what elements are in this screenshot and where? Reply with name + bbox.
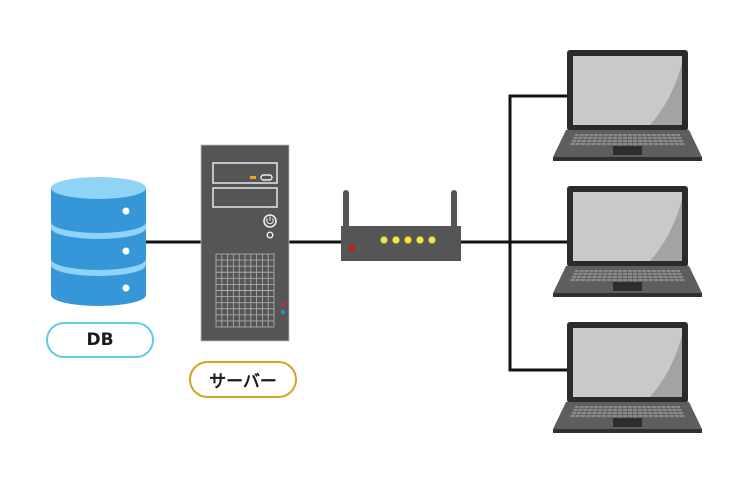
- keyboard: [570, 406, 685, 418]
- connections: [146, 94, 568, 372]
- router-icon: [341, 190, 461, 261]
- server-icon: [200, 144, 290, 342]
- server-label: サーバー: [189, 361, 297, 398]
- laptop-icon: [553, 322, 702, 433]
- keyboard: [570, 134, 685, 146]
- laptop-icon: [553, 186, 702, 297]
- edge-router-laptops-bus: [508, 94, 568, 372]
- server-vent-grid: [215, 253, 275, 328]
- laptops: [553, 50, 702, 433]
- db-label: DB: [46, 322, 154, 358]
- database-icon: [51, 177, 146, 306]
- laptop-icon: [553, 50, 702, 161]
- keyboard: [570, 270, 685, 282]
